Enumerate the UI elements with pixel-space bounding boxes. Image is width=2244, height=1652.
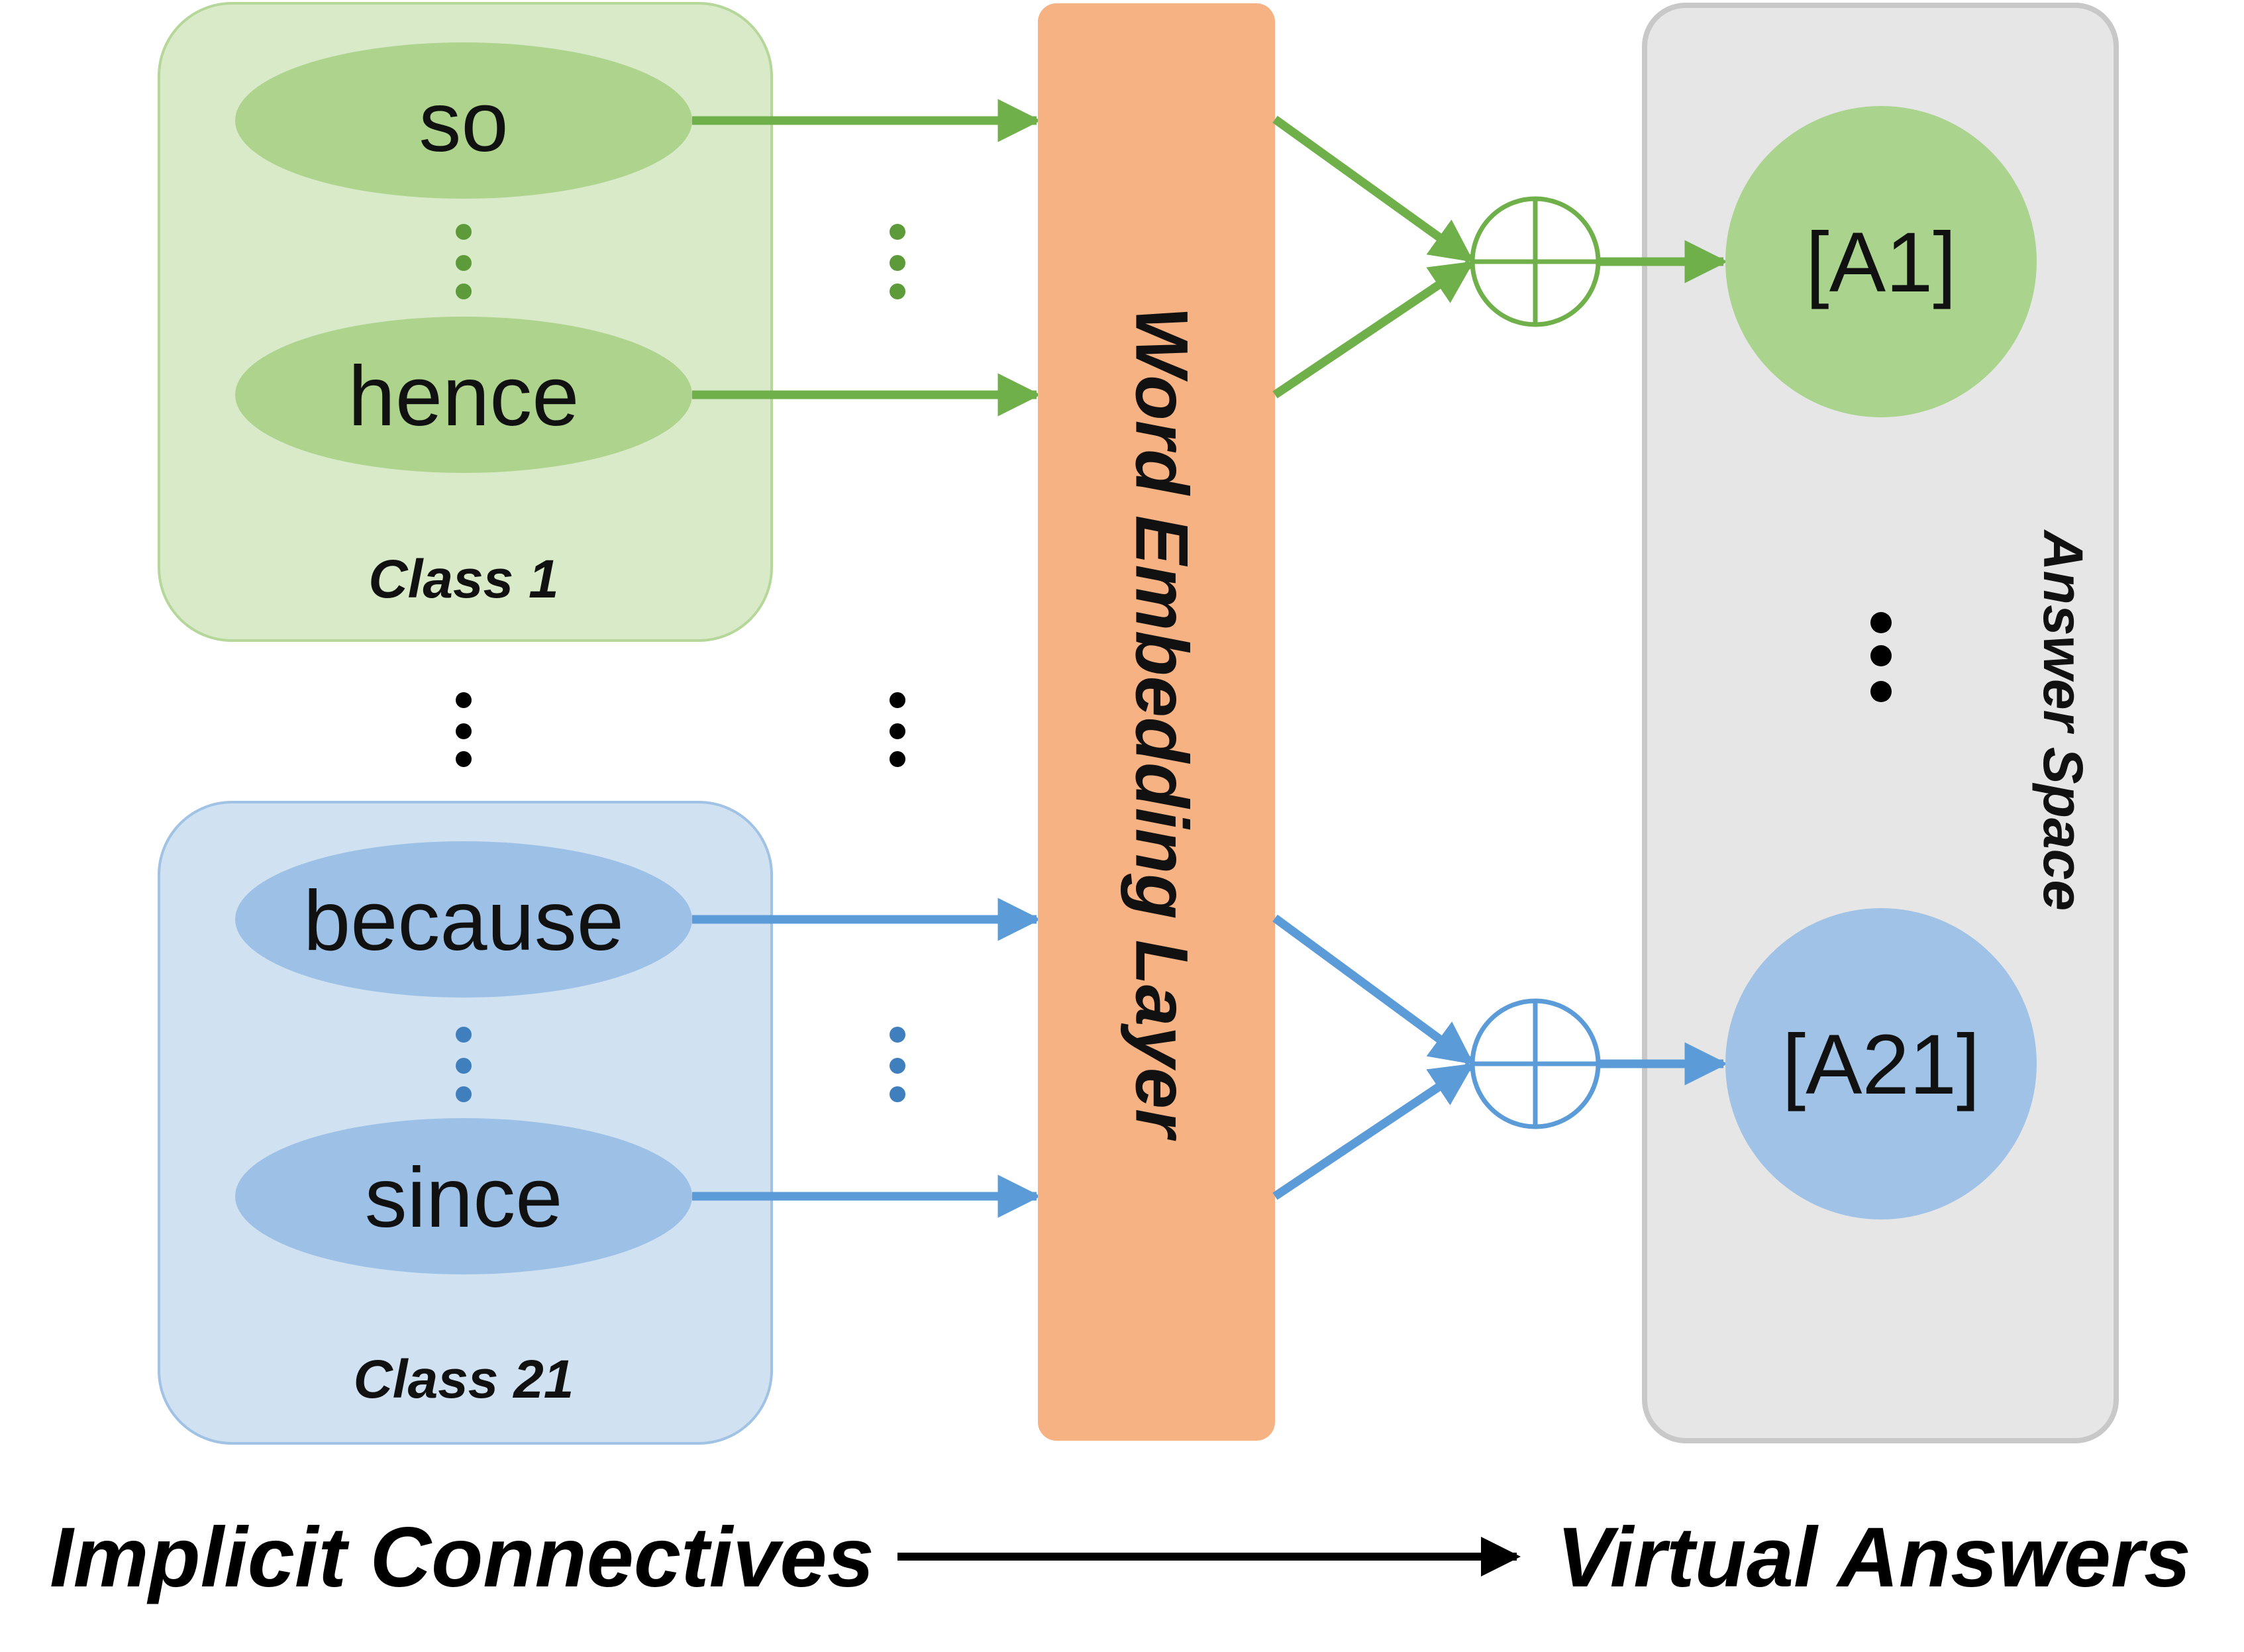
because-embedding-to-sum-arrow: [1272, 914, 1474, 1066]
vertical-ellipsis-icon: [890, 692, 905, 767]
vertical-ellipsis-icon: [890, 1027, 905, 1102]
word-so-ellipse: [235, 42, 692, 199]
word-hence-ellipse: [235, 317, 692, 473]
word-because-label: because: [303, 874, 624, 968]
vertical-ellipsis-icon: [456, 692, 472, 767]
word-embedding-layer-label: Word Embedding Layer: [1120, 307, 1203, 1141]
class-1-label: Class 1: [368, 549, 558, 609]
vertical-ellipsis-icon: [456, 224, 472, 299]
circle-plus-icon: [1470, 196, 1601, 327]
answer-a1-label: [A1]: [1806, 215, 1957, 310]
vertical-ellipsis-icon: [890, 224, 905, 299]
since-embedding-to-sum-arrow: [1272, 1062, 1474, 1200]
word-embedding-layer: [1038, 3, 1275, 1441]
answer-a1-circle: [1725, 106, 2037, 417]
word-so-label: so: [419, 75, 508, 170]
circle-plus-icon: [1470, 998, 1601, 1129]
hence-embedding-to-sum-arrow: [1272, 260, 1474, 399]
answer-space-label: Answer Space: [2032, 529, 2094, 911]
class-21-label: Class 21: [354, 1349, 574, 1410]
answer-a21-label: [A21]: [1782, 1017, 1980, 1112]
vertical-ellipsis-icon: [456, 1027, 472, 1102]
word-since-label: since: [365, 1151, 563, 1245]
word-hence-label: hence: [348, 349, 580, 444]
word-since-ellipse: [235, 1118, 692, 1274]
so-embedding-to-sum-arrow: [1272, 115, 1474, 264]
virtual-answers-label: Virtual Answers: [1556, 1510, 2191, 1605]
word-because-ellipse: [235, 841, 692, 998]
implicit-connectives-label: Implicit Connectives: [50, 1510, 874, 1605]
answer-a21-circle: [1725, 908, 2037, 1219]
vertical-ellipsis-icon: [1870, 612, 1892, 702]
